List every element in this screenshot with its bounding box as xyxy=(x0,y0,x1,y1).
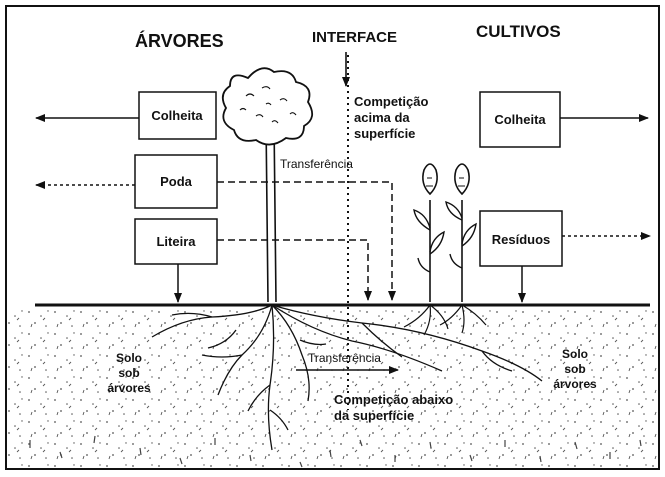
competition-below-line1: Competição abaixo xyxy=(334,392,453,407)
harvest-right-label: Colheita xyxy=(494,112,546,127)
competition-above-line2: acima da xyxy=(354,110,410,125)
soil-left-line1: Solo xyxy=(116,351,142,365)
tree xyxy=(223,68,312,302)
header-interface: INTERFACE xyxy=(312,29,397,46)
pruning-label: Poda xyxy=(160,174,193,189)
litter-label: Liteira xyxy=(156,234,196,249)
soil-right-line2: sob xyxy=(564,362,585,376)
soil-right-line1: Solo xyxy=(562,347,588,361)
soil-right-line3: árvores xyxy=(553,377,597,391)
competition-above-line1: Competição xyxy=(354,94,428,109)
harvest-left-label: Colheita xyxy=(151,108,203,123)
crop-plant-1 xyxy=(414,164,444,302)
competition-below-line2: da superfície xyxy=(334,408,414,423)
transfer-below-label: Transferência xyxy=(308,351,381,365)
header-trees: ÁRVORES xyxy=(135,30,224,51)
litter-transfer-arrow xyxy=(217,240,368,300)
competition-above-line3: superfície xyxy=(354,126,415,141)
soil-left-line2: sob xyxy=(118,366,139,380)
transfer-above-label: Transferência xyxy=(280,157,353,171)
pruning-transfer-arrow xyxy=(217,182,392,300)
crop-plant-2 xyxy=(446,164,476,302)
residues-label: Resíduos xyxy=(492,232,551,247)
soil-left-line3: árvores xyxy=(107,381,151,395)
header-crops: CULTIVOS xyxy=(476,22,561,41)
